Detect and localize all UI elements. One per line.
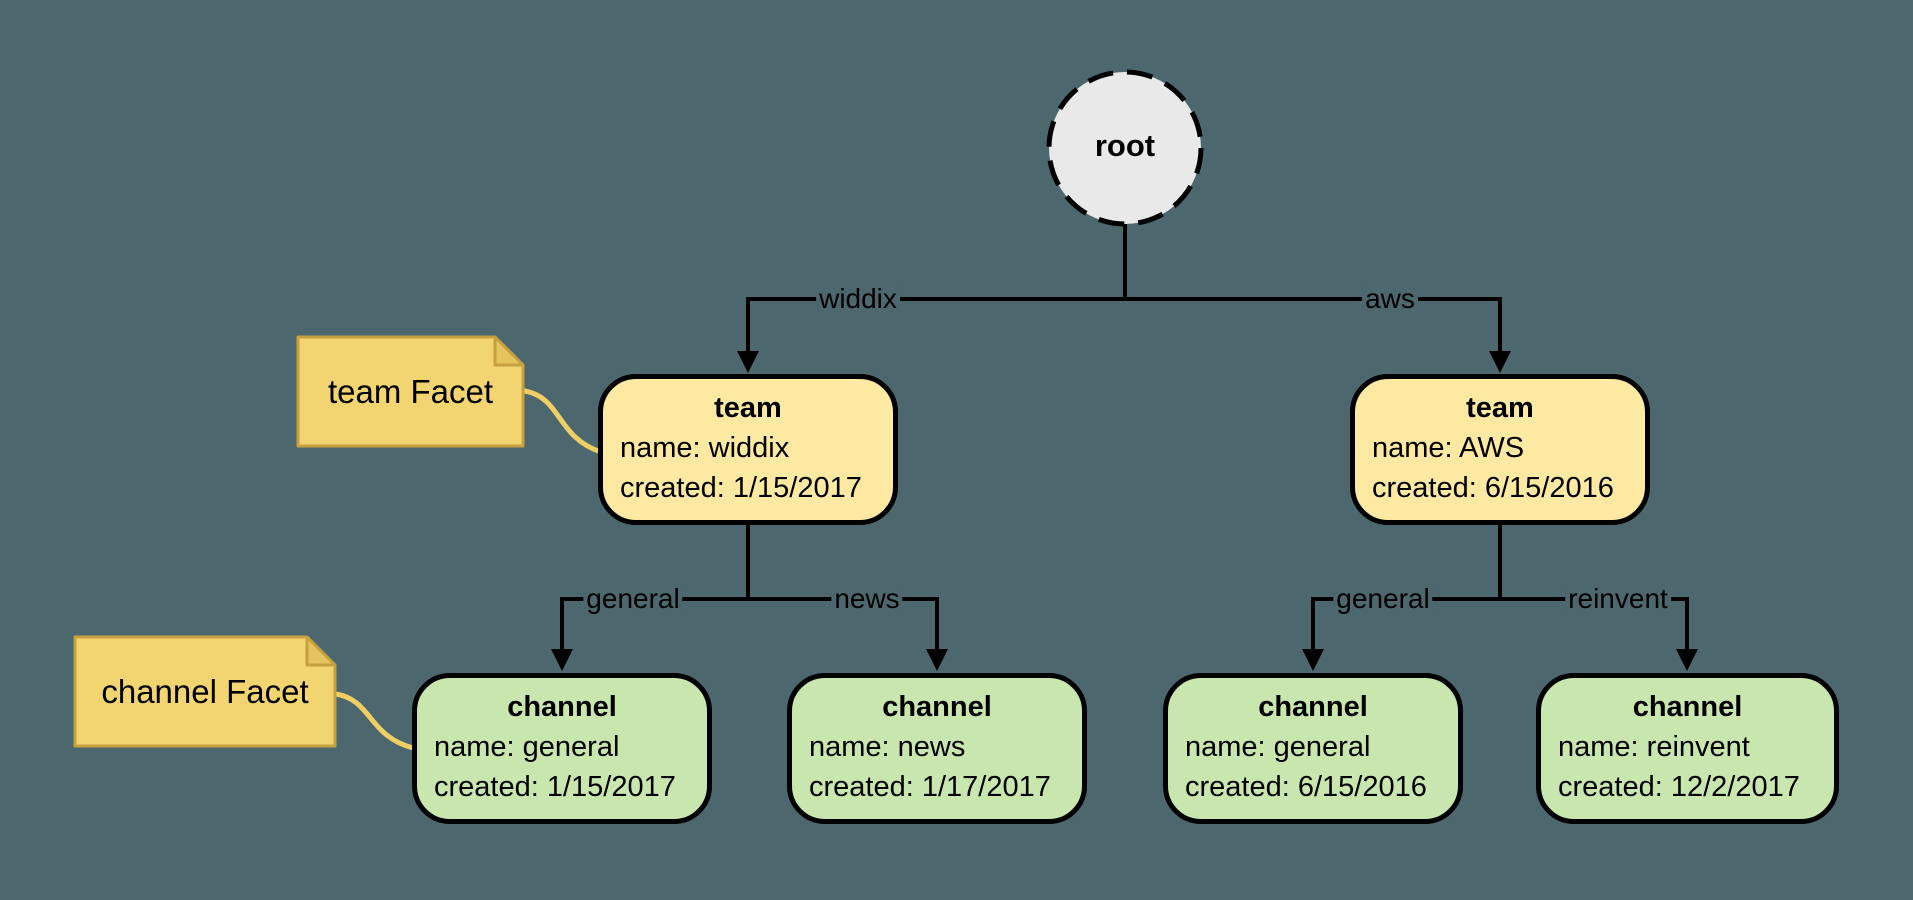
edge-label-general-aws: general — [1333, 583, 1433, 615]
channel-node-general-aws: channel name: general created: 6/15/2016 — [1163, 673, 1463, 824]
channel-general-widdix-title: channel — [507, 691, 617, 723]
channel-reinvent-title: channel — [1632, 691, 1743, 723]
arrowhead-channel-general1 — [551, 649, 573, 671]
channel-general-aws-title: channel — [1258, 691, 1368, 723]
team-aws-created: created: 6/15/2016 — [1372, 472, 1614, 504]
channel-note-connector — [333, 691, 416, 751]
edge-label-reinvent: reinvent — [1565, 583, 1671, 615]
arrowhead-team-widdix — [737, 351, 759, 373]
arrowhead-channel-news — [926, 649, 948, 671]
edge-label-widdix: widdix — [816, 283, 900, 315]
team-node-widdix: team name: widdix created: 1/15/2017 — [598, 374, 898, 525]
channel-reinvent-created: created: 12/2/2017 — [1558, 771, 1800, 803]
team-facet-note-label: team Facet — [327, 372, 494, 410]
channel-news-title: channel — [882, 691, 992, 723]
channel-node-general-widdix: channel name: general created: 1/15/2017 — [412, 673, 712, 824]
team-aws-name: name: AWS — [1372, 432, 1525, 464]
team-node-aws: team name: AWS created: 6/15/2016 — [1350, 374, 1650, 525]
team-facet-note: team Facet — [296, 335, 525, 448]
channel-node-reinvent: channel name: reinvent created: 12/2/201… — [1536, 673, 1839, 824]
channel-general-aws-name: name: general — [1185, 731, 1371, 763]
channel-general-widdix-created: created: 1/15/2017 — [434, 771, 676, 803]
channel-general-widdix-name: name: general — [434, 731, 620, 763]
channel-facet-note-label: channel Facet — [101, 672, 309, 710]
arrowhead-channel-general2 — [1302, 649, 1324, 671]
channel-news-name: name: news — [809, 731, 966, 763]
edge-label-news: news — [831, 583, 903, 615]
edge-label-aws: aws — [1362, 283, 1418, 315]
channel-news-created: created: 1/17/2017 — [809, 771, 1051, 803]
channel-general-aws-created: created: 6/15/2016 — [1185, 771, 1427, 803]
channel-reinvent-name: name: reinvent — [1558, 731, 1750, 763]
arrowhead-channel-reinvent — [1676, 649, 1698, 671]
team-widdix-created: created: 1/15/2017 — [620, 472, 862, 504]
team-widdix-title: team — [714, 392, 782, 424]
channel-facet-note-shape — [73, 635, 337, 748]
root-node-circle — [1046, 69, 1204, 227]
team-aws-title: team — [1466, 392, 1534, 424]
team-facet-note-shape — [296, 335, 525, 448]
team-widdix-name: name: widdix — [620, 432, 790, 464]
team-note-connector — [522, 388, 604, 455]
channel-node-news: channel name: news created: 1/17/2017 — [787, 673, 1087, 824]
root-node-label: root — [1094, 128, 1156, 163]
edge-label-general-widdix: general — [583, 583, 683, 615]
channel-facet-note: channel Facet — [73, 635, 337, 748]
arrowhead-team-aws — [1489, 351, 1511, 373]
